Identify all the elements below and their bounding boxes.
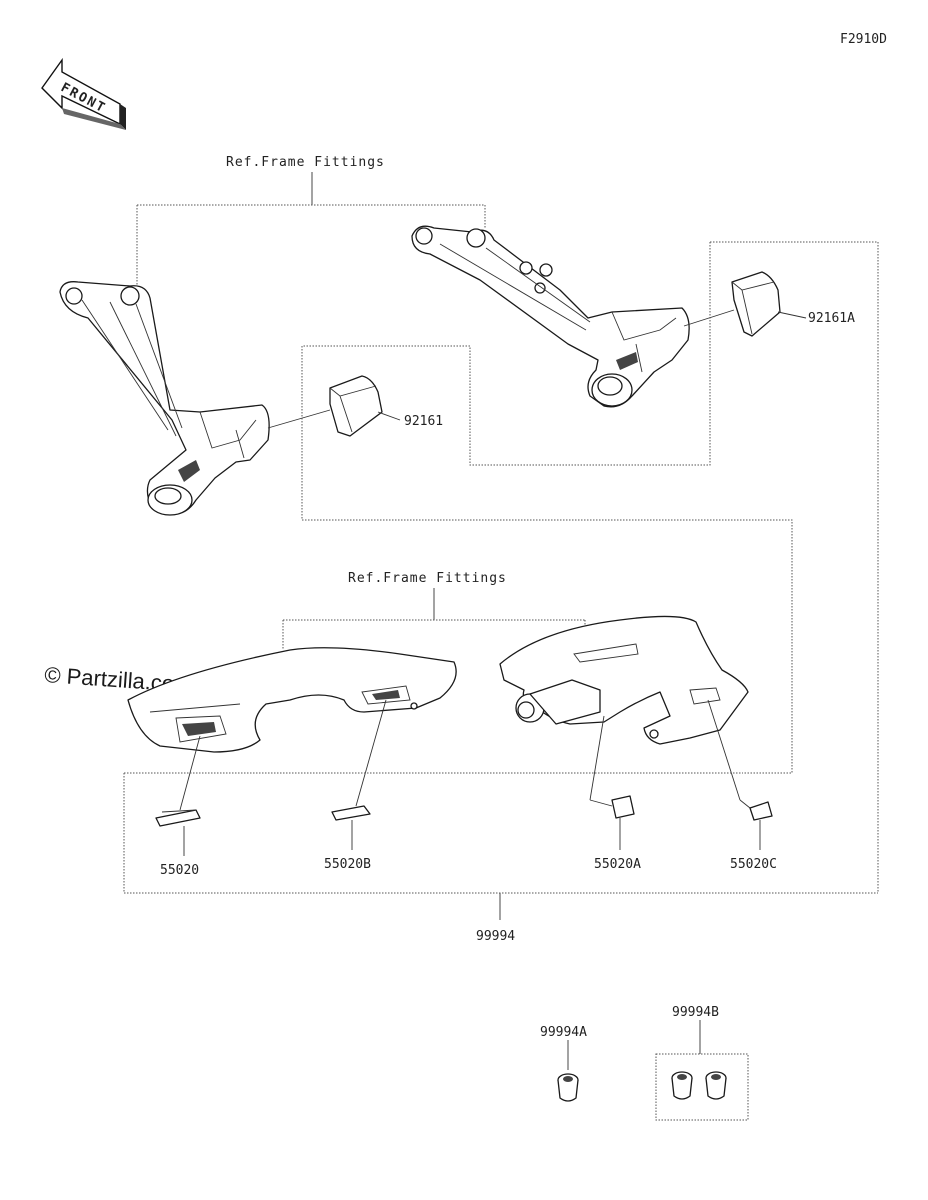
part-55020A-icon [611,795,635,819]
ref-frame-fittings-lower: Ref.Frame Fittings [348,571,507,586]
ref-frame-fittings-upper: Ref.Frame Fittings [226,155,385,170]
left-rear-bracket [127,647,457,753]
part-92161-cap [329,375,383,437]
figure-code: F2910D [840,32,887,47]
ref-bracket-upper [136,172,486,290]
label-92161: 92161 [404,414,443,429]
part-99994B-plug-left-icon [671,1071,693,1100]
label-99994: 99994 [476,929,515,944]
part-99994A-plug-icon [557,1073,579,1102]
front-arrow-icon: FRONT [41,57,126,130]
right-rear-bracket [499,615,749,745]
label-55020A: 55020A [594,857,641,872]
frame-99994B [655,1053,749,1121]
label-92161A: 92161A [808,311,855,326]
leader-lines [179,699,751,811]
part-55020C-icon [749,801,773,821]
label-55020B: 55020B [324,857,371,872]
part-55020-icon [155,809,201,827]
left-footpeg-bracket [59,281,270,516]
right-footpeg-bracket [411,225,690,408]
label-99994B: 99994B [672,1005,719,1020]
label-55020C: 55020C [730,857,777,872]
label-99994A: 99994A [540,1025,587,1040]
label-55020: 55020 [160,863,199,878]
part-99994B-plug-right-icon [705,1071,727,1100]
part-55020B-icon [331,805,371,821]
part-92161A-cap [731,271,781,337]
frame-92161A [301,241,879,893]
frame-99994 [123,772,878,920]
